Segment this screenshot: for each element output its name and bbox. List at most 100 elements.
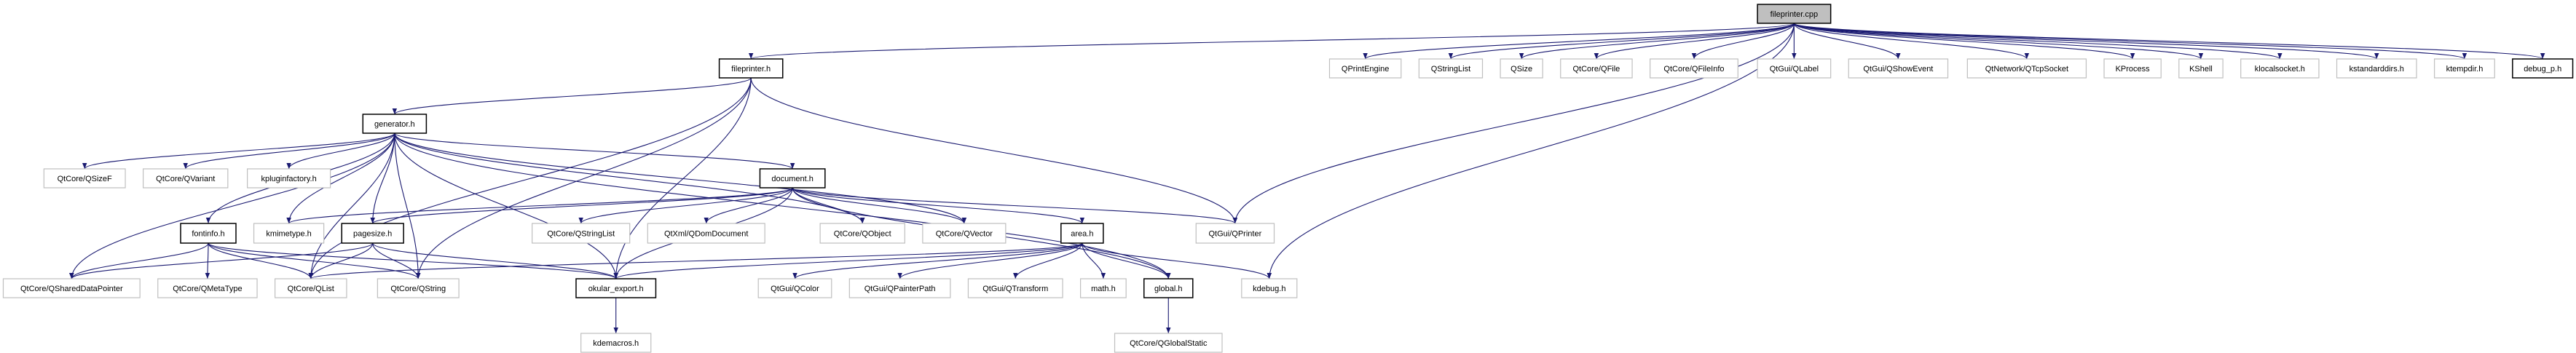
node-kmimetype-h: kmimetype.h (253, 223, 325, 244)
node-qtcore-qvector: QtCore/QVector (922, 223, 1007, 244)
node-math-h: math.h (1080, 278, 1127, 298)
node-okular-export-h[interactable]: okular_export.h (575, 278, 657, 298)
node-label: QtCore/QSizeF (58, 175, 112, 183)
node-area-h[interactable]: area.h (1060, 223, 1104, 244)
node-kdemacros-h: kdemacros.h (580, 333, 652, 353)
edge-fileprinter-cpp-to-kstandarddirs-h (1793, 23, 2379, 60)
node-label: QtGui/QTransform (982, 285, 1048, 293)
edge-generator-h-to-qtcore-qvector (394, 132, 966, 224)
node-label: QtNetwork/QTcpSocket (1985, 65, 2068, 74)
edge-fileprinter-cpp-to-kshell (1793, 23, 2203, 60)
node-qtcore-qfile: QtCore/QFile (1560, 58, 1633, 79)
node-kprocess: KProcess (2103, 58, 2162, 79)
node-label: QtCore/QStringList (547, 230, 615, 239)
node-generator-h[interactable]: generator.h (362, 114, 428, 134)
edge-fontinfo-h-to-okular-export-h (208, 242, 618, 279)
node-fileprinter-h[interactable]: fileprinter.h (718, 58, 784, 79)
node-label: math.h (1091, 285, 1116, 293)
node-box (2178, 58, 2224, 79)
node-box (377, 278, 460, 298)
node-label: QSize (1510, 65, 1532, 74)
edge-area-h-to-qtgui-qpainterpath (897, 242, 1083, 279)
node-global-h[interactable]: global.h (1143, 278, 1194, 298)
edge-fileprinter-cpp-to-qprintengine (1363, 23, 1795, 60)
edge-fileprinter-cpp-to-qtgui-qprinter (1232, 23, 1795, 224)
node-debug-p-h[interactable]: debug_p.h (2512, 58, 2574, 79)
edge-fileprinter-cpp-to-kprocess (1793, 23, 2135, 60)
edge-fileprinter-cpp-to-debug-p-h (1793, 23, 2545, 60)
node-kpluginfactory-h: kpluginfactory.h (247, 168, 331, 189)
node-box (1650, 58, 1738, 79)
node-box (1966, 58, 2087, 79)
edge-fileprinter-cpp-to-qtcore-qfileinfo (1691, 23, 1795, 60)
node-label: generator.h (374, 120, 415, 129)
edge-fileprinter-cpp-to-klocalsocket-h (1793, 23, 2282, 60)
node-box[interactable] (1757, 4, 1832, 24)
node-label: QtCore/QVariant (156, 175, 215, 183)
node-label: debug_p.h (2524, 65, 2561, 74)
edge-fileprinter-cpp-to-qtcore-qfile (1594, 23, 1795, 60)
edge-pagesize-h-to-qtcore-qlist (308, 242, 374, 279)
node-qtnetwork-qtcpsocket: QtNetwork/QTcpSocket (1966, 58, 2087, 79)
node-label: QtCore/QGlobalStatic (1130, 339, 1208, 348)
node-box (43, 168, 126, 189)
node-qtcore-qfileinfo: QtCore/QFileInfo (1650, 58, 1738, 79)
node-label: QtGui/QShowEvent (1863, 65, 1933, 74)
node-label: QtCore/QFile (1573, 65, 1620, 74)
node-label: KShell (2189, 65, 2213, 74)
node-label: QtCore/QList (288, 285, 334, 293)
edge-area-h-to-qtgui-qtransform (1013, 242, 1083, 279)
edge-generator-h-to-qtcore-qsizef (82, 132, 395, 170)
node-box (1195, 223, 1275, 244)
node-qtcore-qstring: QtCore/QString (377, 278, 460, 298)
node-qsize: QSize (1500, 58, 1543, 79)
node-label: QtCore/QVector (936, 230, 993, 239)
node-document-h[interactable]: document.h (759, 168, 826, 189)
node-fileprinter-cpp[interactable]: fileprinter.cpp (1757, 4, 1832, 24)
edge-fileprinter-h-to-generator-h (392, 77, 752, 115)
node-box (143, 168, 229, 189)
node-box[interactable] (1060, 223, 1104, 244)
node-fontinfo-h[interactable]: fontinfo.h (180, 223, 237, 244)
edge-generator-h-to-okular-export-h (394, 132, 618, 279)
node-qtgui-qshowevent: QtGui/QShowEvent (1848, 58, 1949, 79)
node-qtgui-qpainterpath: QtGui/QPainterPath (848, 278, 951, 298)
node-box (1560, 58, 1633, 79)
node-label: kmimetype.h (266, 230, 311, 239)
node-box[interactable] (2512, 58, 2574, 79)
node-label: kpluginfactory.h (261, 175, 316, 183)
edge-document-h-to-kmimetype-h (286, 187, 793, 224)
node-label: document.h (771, 175, 813, 183)
node-label: fontinfo.h (192, 230, 224, 239)
node-box (1757, 58, 1832, 79)
node-box[interactable] (362, 114, 428, 134)
edge-fileprinter-cpp-to-qsize (1519, 23, 1795, 60)
nodes: fileprinter.cpp fileprinter.h generator.h d… (2, 4, 2574, 353)
node-box (1241, 278, 1298, 298)
node-qtcore-qmetatype: QtCore/QMetaType (157, 278, 258, 298)
node-label: QtXml/QDomDocument (664, 230, 749, 239)
edge-generator-h-to-qtcore-qshareddatapointer (69, 132, 395, 279)
node-box[interactable] (1143, 278, 1194, 298)
node-box (757, 278, 832, 298)
edge-pagesize-h-to-okular-export-h (372, 242, 618, 279)
node-qtcore-qvariant: QtCore/QVariant (143, 168, 229, 189)
node-box[interactable] (718, 58, 784, 79)
node-kshell: KShell (2178, 58, 2224, 79)
node-label: area.h (1071, 230, 1093, 239)
node-box[interactable] (759, 168, 826, 189)
node-box[interactable] (180, 223, 237, 244)
edge-area-h-to-qtgui-qcolor (792, 242, 1083, 279)
node-box[interactable] (341, 223, 404, 244)
node-box[interactable] (575, 278, 657, 298)
node-label: okular_export.h (588, 285, 644, 293)
node-label: QtGui/QPainterPath (864, 285, 936, 293)
node-box (2336, 58, 2417, 79)
edge-area-h-to-kdebug-h (1082, 242, 1272, 279)
node-pagesize-h[interactable]: pagesize.h (341, 223, 404, 244)
edge-generator-h-to-pagesize-h (370, 132, 395, 224)
node-qstringlist: QStringList (1418, 58, 1484, 79)
node-ktempdir-h: ktempdir.h (2434, 58, 2495, 79)
edge-document-h-to-qtcore-qstringlist (578, 187, 793, 224)
